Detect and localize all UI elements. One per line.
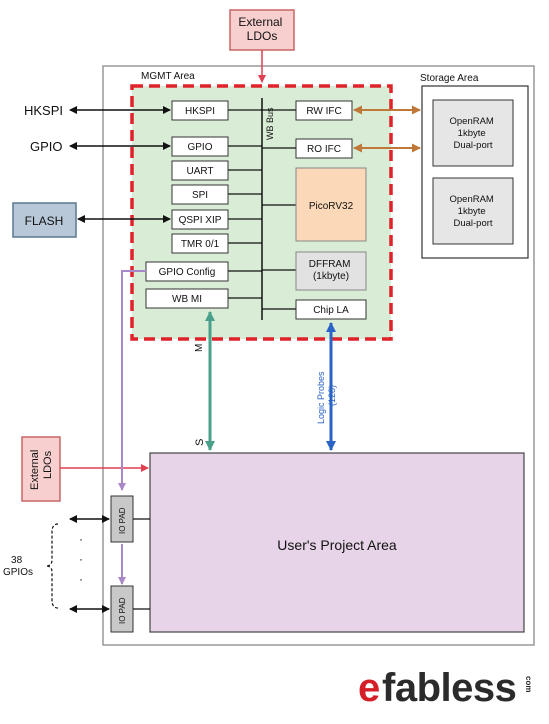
efabless-logo-text: fabless — [382, 666, 517, 710]
flash-label: FLASH — [25, 214, 64, 228]
logic-probes-line2: (128) — [327, 385, 337, 406]
gpio-dots: · — [79, 532, 83, 546]
openram-2-label: OpenRAM 1kbyte Dual-port — [450, 194, 497, 229]
openram-2-block — [432, 177, 514, 245]
ro-ifc-block-label: RO IFC — [307, 144, 341, 155]
gpio-config-pad-line — [118, 270, 146, 491]
efabless-logo: e fabless com — [358, 666, 533, 710]
external-ldo-top-line2: LDOs — [247, 29, 278, 43]
mgmt-area-label: MGMT Area — [141, 71, 195, 82]
openram-2-line3: Dual-port — [453, 218, 492, 229]
gpio-block-label: GPIO — [187, 142, 212, 153]
uart-block — [171, 160, 229, 181]
external-ldo-top-line1: External — [238, 15, 282, 29]
tmr-block — [171, 233, 229, 254]
ro-ifc-block — [295, 138, 353, 159]
bus-stubs-right — [262, 109, 296, 310]
openram-1-block — [432, 99, 514, 167]
hkspi-block-label: HKSPI — [185, 106, 215, 117]
openram-2-line2: 1kbyte — [458, 206, 486, 217]
picorv32-block — [295, 167, 367, 242]
external-ldo-top-box — [229, 9, 295, 51]
gpio-dots-2: · — [79, 552, 83, 566]
io-pad-bottom-label: IO PAD — [118, 597, 127, 624]
logic-probes-line1: Logic Probes — [316, 371, 326, 424]
uart-block-label: UART — [186, 166, 213, 177]
spi-block-label: SPI — [192, 190, 208, 201]
openram-1-line1: OpenRAM — [450, 116, 494, 127]
gpios-count-line2: GPIOs — [3, 567, 33, 578]
gpio-config-block-label: GPIO Config — [159, 267, 216, 278]
chip-la-block-label: Chip LA — [313, 305, 349, 316]
openram-2-line1: OpenRAM — [450, 194, 494, 205]
wb-bus-label: WB Bus — [265, 107, 275, 140]
bus-stubs-left — [228, 109, 262, 299]
rw-ifc-block-label: RW IFC — [306, 106, 341, 117]
external-ldo-left-box — [21, 436, 61, 502]
slave-label: S — [194, 439, 206, 446]
chip-la-block — [295, 299, 367, 320]
efabless-logo-e: e — [358, 666, 381, 710]
flash-box — [12, 202, 77, 238]
master-label: M — [194, 344, 205, 352]
efabless-logo-com: com — [524, 676, 533, 693]
io-pad-top-label: IO PAD — [118, 507, 127, 534]
openram-1-line2: 1kbyte — [458, 128, 486, 139]
storage-area-label: Storage Area — [420, 73, 479, 84]
qspi-xip-block — [171, 209, 229, 230]
external-ldo-left-line2: LDOs — [42, 450, 54, 479]
gpio-block — [171, 136, 229, 157]
hkspi-signal-label: HKSPI — [24, 103, 63, 118]
gpios-count-line1: 38 — [11, 555, 23, 566]
openram-1-label: OpenRAM 1kbyte Dual-port — [450, 116, 497, 151]
picorv32-block-label: PicoRV32 — [309, 201, 354, 212]
gpio-dots-3: · — [79, 572, 83, 586]
gpio-signal-label: GPIO — [30, 139, 63, 154]
wb-mi-block-label: WB MI — [172, 294, 202, 305]
rw-ifc-block — [295, 100, 353, 121]
user-project-area-label: User's Project Area — [277, 537, 397, 553]
wb-mi-block — [145, 288, 229, 309]
gpios-brace — [45, 523, 59, 609]
dffram-line1: DFFRAM — [309, 259, 351, 270]
dffram-block-label: DFFRAM (1kbyte) — [309, 259, 353, 282]
hkspi-block — [171, 100, 229, 121]
dffram-block — [295, 251, 367, 291]
openram-1-line3: Dual-port — [453, 140, 492, 151]
spi-block — [171, 184, 229, 205]
qspi-xip-block-label: QSPI XIP — [179, 215, 222, 226]
gpios-count-label: 38 GPIOs — [3, 555, 33, 578]
tmr-block-label: TMR 0/1 — [181, 239, 220, 250]
external-ldo-left-label: External LDOs — [29, 447, 54, 490]
logic-probes-label: Logic Probes (128) — [316, 369, 337, 424]
external-ldo-top-label: External LDOs — [238, 15, 285, 43]
dffram-line2: (1kbyte) — [313, 271, 349, 282]
user-project-area — [149, 452, 525, 633]
external-ldo-left-line1: External — [29, 450, 41, 490]
